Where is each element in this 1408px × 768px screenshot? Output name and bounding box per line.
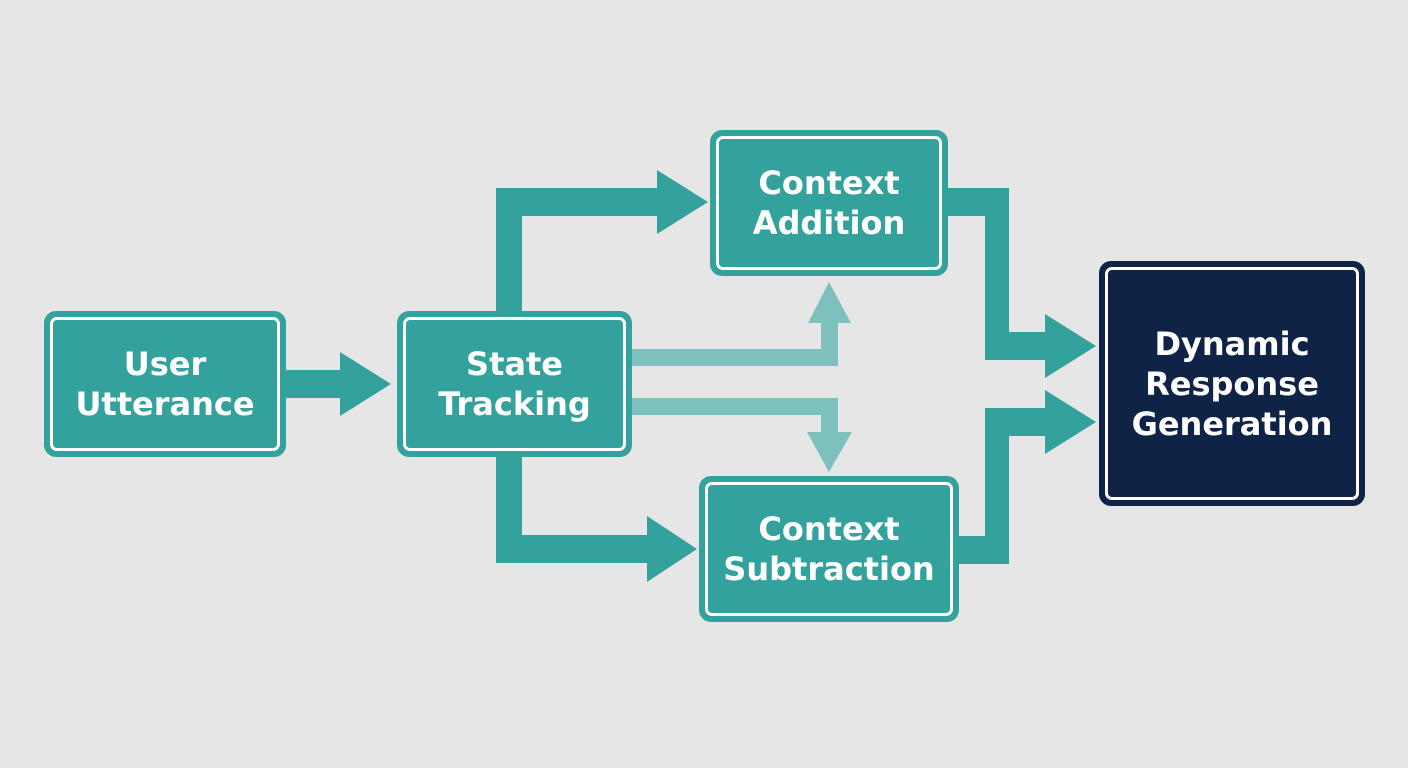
node-label-line: Response (1145, 364, 1319, 403)
node-label-line: Context (758, 510, 900, 548)
light-arrow-state-to-subtraction (632, 398, 852, 472)
node-label-line: Addition (752, 204, 906, 242)
arrow-user-to-state (286, 352, 391, 416)
node-label-line: Utterance (75, 385, 255, 423)
node-dynamic-response-generation: Dynamic Response Generation (1099, 261, 1365, 506)
arrow-addition-to-response (946, 188, 1096, 378)
node-state-tracking-frame: State Tracking (403, 317, 626, 451)
node-label-line: Subtraction (723, 550, 935, 588)
node-user-utterance-frame: User Utterance (50, 317, 280, 451)
node-label-line: Tracking (438, 385, 591, 423)
node-label-line: User (123, 345, 207, 383)
node-label-line: Generation (1131, 404, 1333, 443)
node-state-tracking: State Tracking (397, 311, 632, 457)
node-user-utterance: User Utterance (44, 311, 286, 457)
node-dynamic-response-frame: Dynamic Response Generation (1105, 267, 1359, 500)
node-context-subtraction-frame: Context Subtraction (705, 482, 953, 616)
node-label-line: Context (758, 164, 900, 202)
arrow-subtraction-to-response (958, 390, 1096, 564)
light-arrow-state-to-addition (632, 282, 851, 366)
node-context-subtraction: Context Subtraction (699, 476, 959, 622)
node-label-line: State (466, 345, 563, 383)
arrow-state-to-subtraction (496, 456, 697, 582)
arrow-state-to-addition (496, 170, 708, 312)
node-label-line: Dynamic (1154, 324, 1310, 363)
node-context-addition: Context Addition (710, 130, 948, 276)
node-context-addition-frame: Context Addition (716, 136, 942, 270)
